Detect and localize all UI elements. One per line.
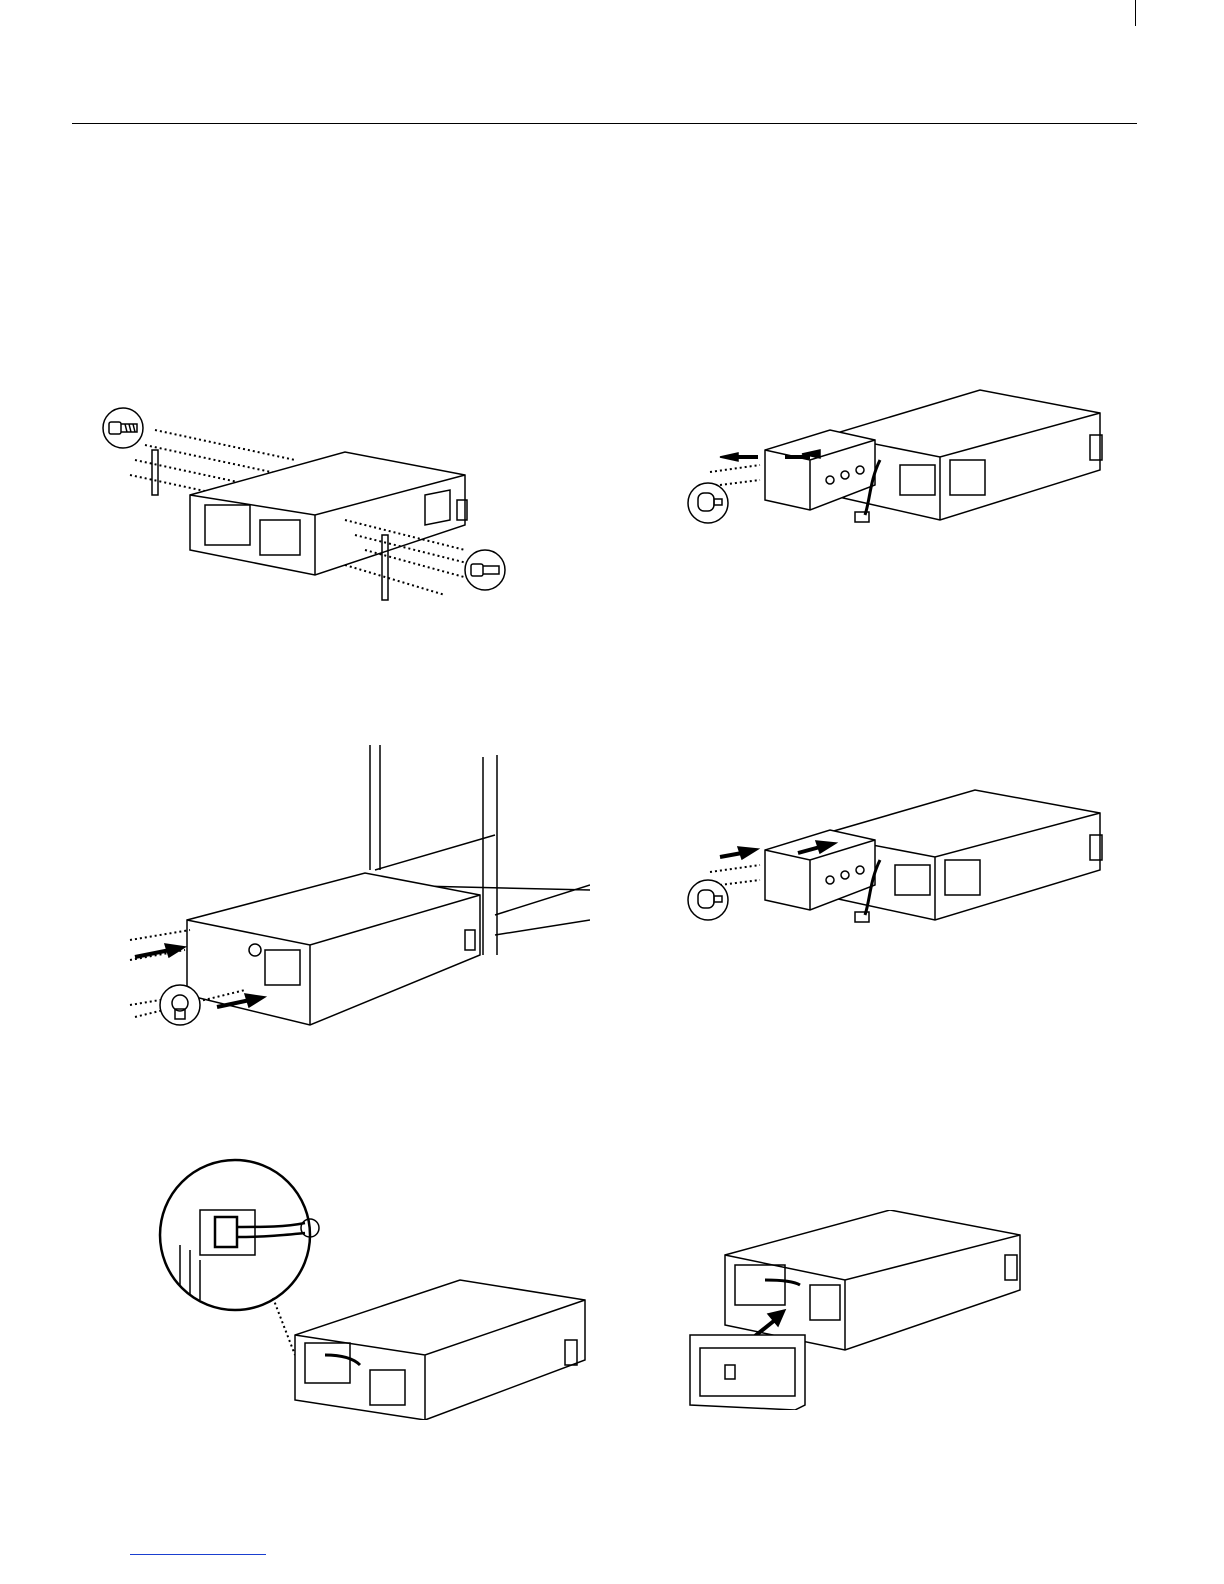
arrow-left-icon (720, 453, 758, 461)
footer-link-underline[interactable] (130, 1554, 266, 1555)
screw-icon (465, 550, 505, 590)
screw-icon (688, 880, 728, 920)
arrow-right-icon (720, 847, 758, 859)
figure-rack-ears (95, 400, 515, 610)
screw-icon (688, 483, 728, 523)
figure-battery-remove (680, 385, 1110, 530)
header-rule (72, 123, 1137, 124)
figure-bezel-attach (680, 1210, 1030, 1410)
magnifier-callout-icon (160, 1160, 319, 1310)
figure-rack-install (125, 745, 590, 1030)
header-tick (1135, 0, 1136, 26)
screw-icon (160, 985, 200, 1025)
screw-icon (103, 408, 143, 448)
figure-connector-detail (155, 1155, 590, 1420)
figure-battery-reinsert (680, 785, 1110, 930)
